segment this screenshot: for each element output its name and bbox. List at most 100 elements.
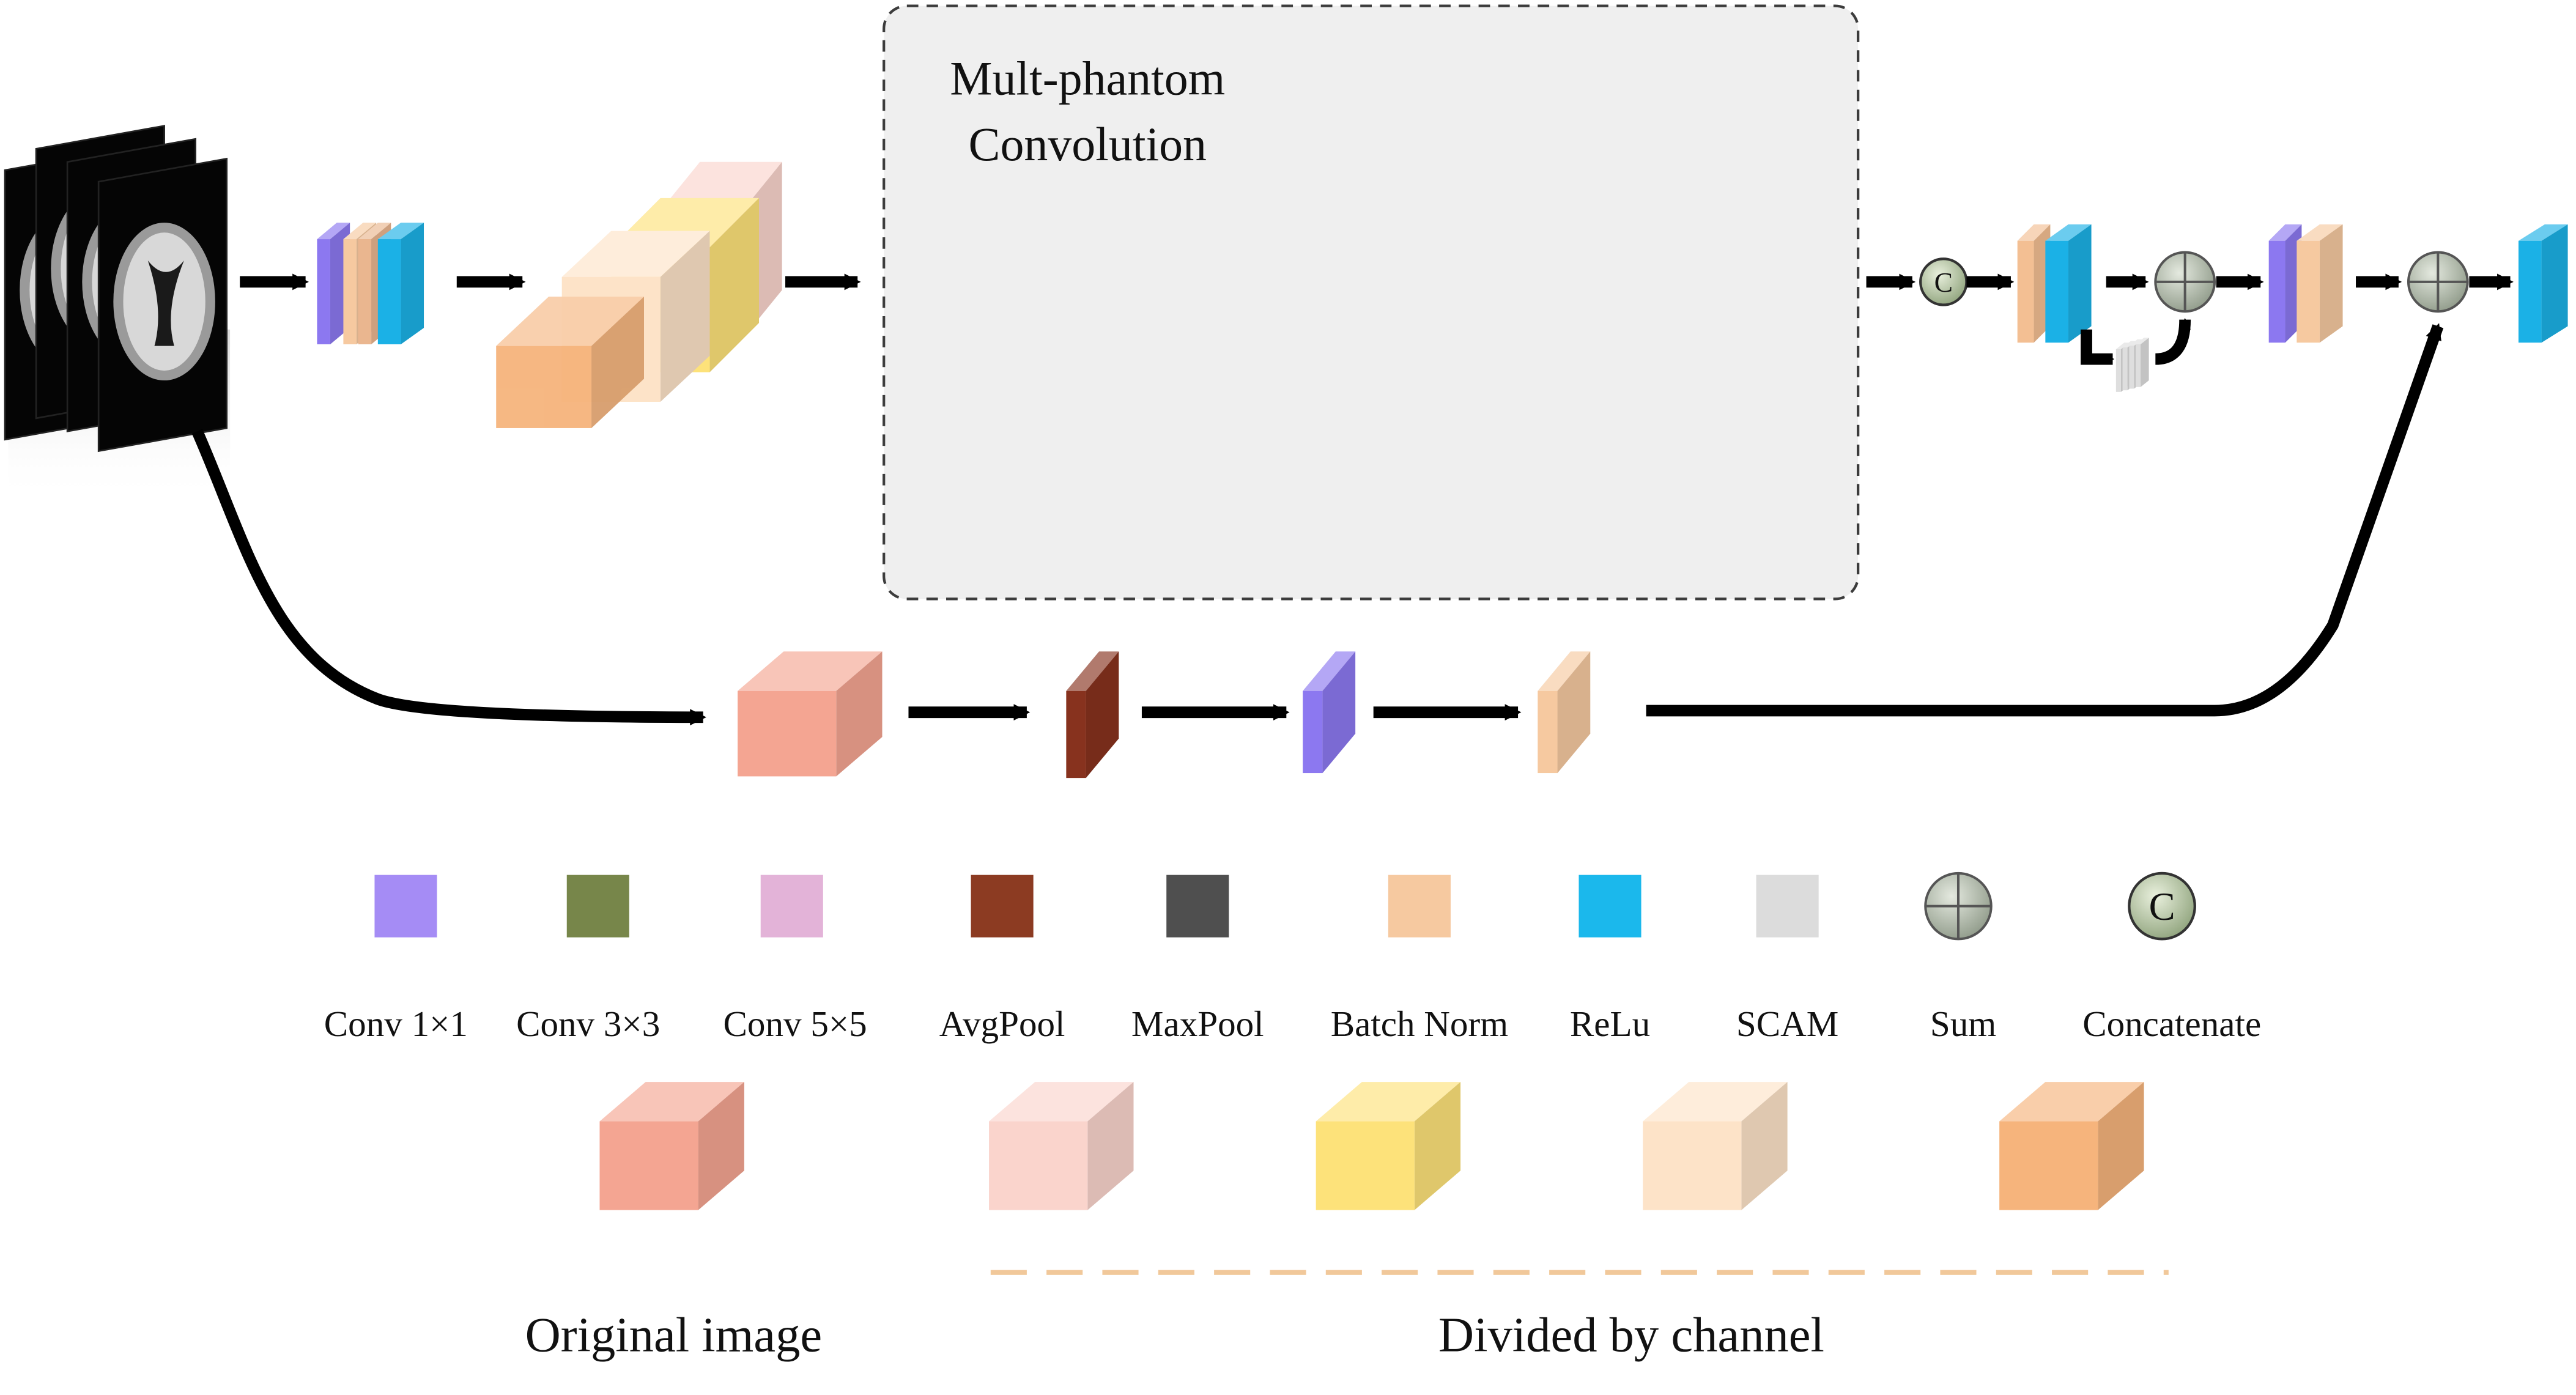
legend-cube-peach [1643, 1082, 1788, 1210]
legend-item-4: MaxPool [1131, 875, 1264, 1044]
original-image-label: Original image [525, 1308, 823, 1363]
legend-item-5: Batch Norm [1331, 875, 1508, 1044]
top-stack2-relu-front [2045, 240, 2068, 343]
top-stack2-bn-top [2017, 224, 2051, 241]
scam-slab-4-top [2136, 338, 2149, 344]
avgpool-swatch [971, 875, 1034, 938]
legend-cube-original-front [599, 1121, 698, 1210]
bottom-conv1x1-front [1303, 690, 1323, 774]
legend-cube-pink-front [989, 1121, 1088, 1210]
output-relu-front [2518, 240, 2542, 343]
legend-label: Conv 5×5 [724, 1004, 867, 1044]
bottom-cube-original-side [836, 651, 883, 777]
legend-cube-yellow-front [1316, 1121, 1415, 1210]
mri-ventricle [147, 260, 184, 346]
top-stack2-relu-top [2045, 224, 2092, 241]
top-stack-bn-front [343, 239, 357, 344]
legend-sum-icon [1924, 871, 1993, 941]
bottom-batchnorm-front [1538, 690, 1558, 774]
split-cube-part-yellow-side [709, 198, 760, 372]
legend-cube-yellow-side [1414, 1082, 1461, 1210]
top-stack3-bn-top [2297, 224, 2343, 241]
bottom-cube-original [738, 651, 883, 777]
scam-slab-2-top [2122, 341, 2136, 348]
sum-node-2 [2407, 251, 2469, 313]
bottom-avgpool [1066, 651, 1119, 779]
bottom-avgpool-front [1066, 690, 1086, 779]
bottom-avgpool-side [1086, 651, 1119, 779]
scam-slab-1-front [2115, 349, 2121, 392]
concat-node-letter: C [1934, 267, 1953, 298]
bottom-conv1x1-side [1322, 651, 1356, 774]
legend-item-2: Conv 5×5 [724, 875, 867, 1044]
arrow-scam-to-sum [2155, 317, 2191, 365]
legend-cube-orange-side [2098, 1082, 2144, 1210]
legend-cube-yellow [1316, 1082, 1461, 1210]
legend-cube-peach-top [1643, 1082, 1788, 1122]
bottom-batchnorm [1538, 651, 1591, 774]
legend-cube-orange [1999, 1082, 2144, 1210]
split-cube-part-orange-front [496, 346, 592, 428]
top-stack-conv-front [317, 239, 330, 344]
scam-slab-2-front [2122, 347, 2128, 391]
mri-slice-4 [97, 157, 228, 453]
conv5x5-swatch [760, 875, 823, 938]
output-relu [2518, 224, 2568, 343]
multphantom-box [883, 4, 1860, 601]
top-stack3-bn-side [2319, 224, 2343, 343]
legend-concatenate-icon-letter: C [2149, 885, 2175, 928]
legend-cube-pink-top [989, 1082, 1134, 1122]
top-stack2-relu-side [2068, 224, 2092, 343]
divided-by-channel-label: Divided by channel [1438, 1308, 1824, 1363]
output-relu-side [2541, 224, 2568, 343]
top-stack-relu [377, 223, 424, 344]
scam-slab-3-front [2129, 346, 2134, 389]
split-cube-part-orange [496, 297, 644, 428]
top-stack2-bn-front [2017, 240, 2034, 343]
top-stack3-bn [2297, 224, 2343, 343]
legend-label: SCAM [1736, 1004, 1838, 1044]
legend-label: Batch Norm [1331, 1004, 1508, 1044]
legend-label: Conv 3×3 [516, 1004, 660, 1044]
output-relu-top [2518, 224, 2568, 241]
legend-cube-peach-side [1741, 1082, 1788, 1210]
legend-label: Sum [1930, 1004, 1996, 1044]
top-stack3-conv-front [2268, 240, 2285, 343]
concat-node: C [1919, 257, 1968, 306]
legend-cube-original [599, 1082, 744, 1210]
legend-cube-pink-side [1087, 1082, 1134, 1210]
arrow-to-scam [2081, 329, 2115, 365]
bottom-cube-original-front [738, 690, 837, 777]
legend-item-6: ReLu [1570, 875, 1650, 1044]
arrow-input-to-bottom [191, 429, 707, 726]
legend-cube-orange-front [1999, 1121, 2098, 1210]
top-stack3-bn-front [2297, 240, 2320, 343]
conv1x1-swatch [374, 875, 437, 938]
multphantom-convolution-block: Mult-phantom Convolution [883, 4, 1860, 601]
legend-item-3: AvgPool [939, 875, 1065, 1044]
relu-swatch [1579, 875, 1641, 938]
bottom-avgpool-top [1066, 651, 1119, 691]
bottom-batchnorm-top [1538, 651, 1591, 691]
legend-cube-pink [989, 1082, 1134, 1210]
legend-label: Conv 1×1 [324, 1004, 468, 1044]
multphantom-title-line1: Mult-phantom [950, 53, 1225, 105]
legend-label: AvgPool [939, 1004, 1065, 1044]
legend-cube-original-top [599, 1082, 744, 1122]
bottom-conv1x1 [1303, 651, 1356, 774]
split-cube-part-peach-side [660, 231, 710, 402]
legend-item-8: Sum [1924, 871, 1996, 1044]
split-cube-part-orange-side [591, 297, 644, 428]
top-stack3-conv-top [2268, 224, 2302, 241]
sum-node-1 [2154, 251, 2216, 313]
conv3x3-swatch [566, 875, 629, 938]
legend-label: Concatenate [2082, 1004, 2261, 1044]
top-stack-relu-front [377, 239, 401, 344]
top-stack-conv-top [317, 223, 350, 240]
bottom-branch [191, 323, 2444, 779]
multphantom-title-line2: Convolution [969, 118, 1207, 171]
scam-slab-4-front [2136, 344, 2141, 387]
top-stack-bn-top [343, 223, 377, 240]
